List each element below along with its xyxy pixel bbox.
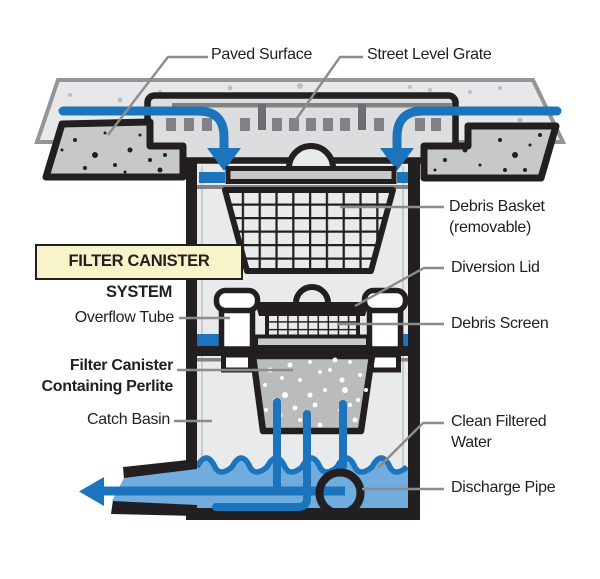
grate-slots	[166, 118, 441, 131]
water-surface-waves	[194, 455, 409, 475]
label-debris-basket-line2: (removable)	[449, 219, 532, 236]
label-clean-filtered-water-line2: Water	[451, 434, 492, 451]
label-debris-basket-line1: Debris Basket	[449, 198, 545, 215]
discharge-flow-arrow	[79, 477, 345, 506]
discharge-pipe-opening	[315, 468, 365, 518]
label-debris-basket: Debris Basket (removable)	[449, 196, 545, 238]
label-paved-surface: Paved Surface	[211, 46, 313, 63]
label-diversion-lid: Diversion Lid	[451, 259, 540, 276]
canister-outlet-tubes	[212, 398, 347, 511]
filter-canister	[249, 352, 376, 435]
overflow-tubes	[213, 287, 409, 373]
slab-speckles	[60, 131, 547, 174]
basket-handle	[286, 143, 336, 169]
label-discharge-pipe: Discharge Pipe	[451, 479, 556, 496]
label-filter-canister: Filter Canister Containing Perlite	[42, 355, 174, 397]
perlite-dots	[263, 357, 368, 428]
label-filter-canister-line2: Containing Perlite	[41, 378, 174, 395]
down-arrow-icon	[380, 148, 414, 171]
left-arrow-icon	[79, 477, 104, 506]
label-overflow-tube: Overflow Tube	[74, 309, 175, 326]
leader-lines	[107, 55, 444, 491]
down-arrow-icon	[207, 148, 241, 171]
debris-basket	[222, 187, 396, 274]
lid-handle	[293, 284, 331, 304]
label-debris-screen: Debris Screen	[451, 315, 549, 332]
label-clean-filtered-water-line1: Clean Filtered	[451, 413, 547, 430]
debris-screen	[265, 311, 360, 339]
diversion-lid	[255, 302, 369, 316]
label-catch-basin: Catch Basin	[87, 411, 170, 428]
label-clean-filtered-water: Clean Filtered Water	[451, 411, 547, 453]
system-title-box: FILTER CANISTER SYSTEM	[35, 244, 243, 301]
inflow-water-arrows	[58, 106, 562, 171]
paved-surface-slabs	[42, 118, 560, 182]
label-filter-canister-line1: Filter Canister	[69, 357, 173, 374]
label-street-level-grate: Street Level Grate	[367, 46, 492, 63]
